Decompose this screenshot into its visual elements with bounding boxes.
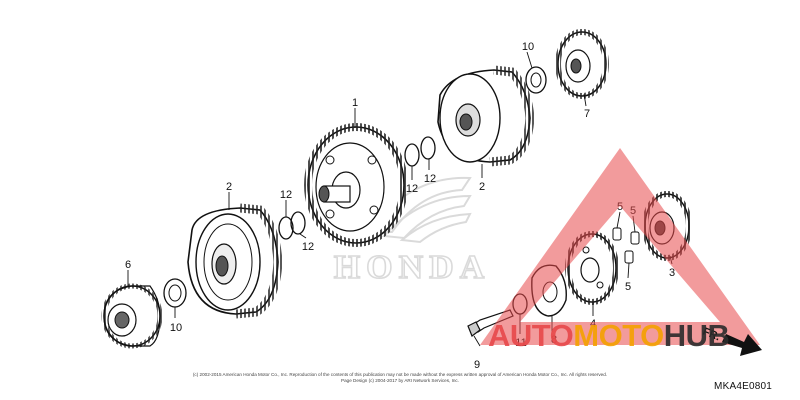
callout-12-c: 12 xyxy=(406,183,418,195)
callout-3: 3 xyxy=(669,267,675,279)
spring-a xyxy=(612,227,622,241)
callout-12-d: 12 xyxy=(424,173,436,185)
warning-triangle-overlay xyxy=(480,148,760,345)
copyright-notice: (c) 2002-2015 American Honda Motor Co., … xyxy=(180,372,620,384)
part-6-gear xyxy=(101,283,163,349)
callout-5-a: 5 xyxy=(617,201,623,213)
part-12-rings-middle xyxy=(404,136,436,167)
copyright-line-2: Page Design (c) 2004-2017 by ARI Network… xyxy=(341,378,459,383)
spring-c xyxy=(630,231,640,245)
callout-2-left: 2 xyxy=(226,181,232,193)
callout-10-right: 10 xyxy=(522,41,534,53)
brand-overlay: AUTOMOTOHUB xyxy=(488,318,730,353)
spring-b xyxy=(624,250,634,264)
part-10-washer-left xyxy=(163,278,187,308)
callout-1: 1 xyxy=(352,97,358,109)
brand-overlay-text: AUTOMOTOHUB xyxy=(488,318,729,353)
callout-7: 7 xyxy=(584,108,590,120)
drawing-code: MKA4E0801 xyxy=(714,381,772,392)
copyright-line-1: (c) 2002-2015 American Honda Motor Co., … xyxy=(192,372,608,377)
callout-2-right: 2 xyxy=(479,181,485,193)
callout-10-left: 10 xyxy=(170,322,182,334)
part-2-clutch-drum-right xyxy=(437,65,535,167)
brand-overlay-part-a: AUTO xyxy=(488,318,573,353)
callout-9: 9 xyxy=(474,359,480,371)
honda-watermark-text: HONDA xyxy=(334,249,491,286)
callout-12-b: 12 xyxy=(302,241,314,253)
part-10-washer-right xyxy=(525,66,547,94)
callout-6: 6 xyxy=(125,259,131,271)
part-2-clutch-drum-left xyxy=(187,203,283,319)
part-7-gear xyxy=(555,29,609,99)
callout-12-a: 12 xyxy=(280,189,292,201)
honda-watermark: HONDA xyxy=(333,176,491,287)
callout-5-c: 5 xyxy=(625,281,631,293)
brand-overlay-part-c: HUB xyxy=(664,318,730,353)
direction-arrow-icon xyxy=(722,334,762,356)
part-1-driven-gear xyxy=(304,123,408,247)
brand-overlay-part-b: MOTO xyxy=(573,318,663,353)
part-5-springs xyxy=(612,227,640,264)
